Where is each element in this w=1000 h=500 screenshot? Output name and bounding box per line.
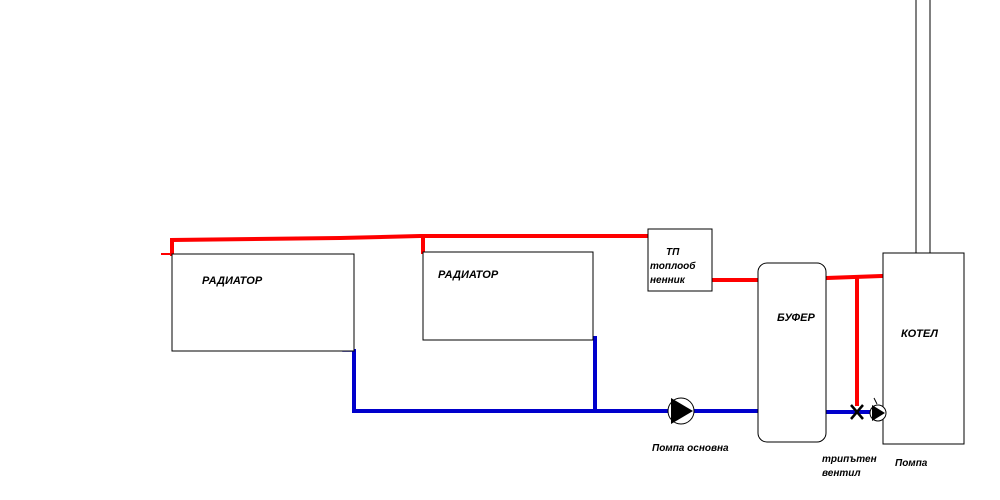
- heat-exchanger-label-line1: ТП: [666, 247, 680, 258]
- chimney: [915, 0, 931, 253]
- boiler: КОТЕЛ: [882, 252, 965, 445]
- buffer-tank: БУФЕР: [757, 262, 827, 443]
- buffer-tank-label: БУФЕР: [777, 312, 815, 324]
- return-pipe-main: [352, 349, 760, 413]
- radiator-2-label: РАДИАТОР: [438, 269, 499, 281]
- valve-label-line1: трипътен: [822, 454, 877, 465]
- supply-pipes: [161, 234, 886, 406]
- radiator-2: РАДИАТОР: [422, 251, 594, 341]
- supply-pipe-main: [170, 234, 650, 256]
- radiator-1: РАДИАТОР: [171, 253, 355, 352]
- heat-exchanger: ТП топлооб ненник: [647, 228, 713, 292]
- valve-label-line2: вентил: [822, 468, 861, 479]
- boiler-pump-label: Помпа: [895, 458, 928, 469]
- supply-pipe-buffer-to-boiler: [823, 273, 886, 281]
- boiler-label: КОТЕЛ: [901, 328, 938, 340]
- main-pump-label: Помпа основна: [652, 443, 729, 454]
- radiator-1-label: РАДИАТОР: [202, 275, 263, 287]
- three-way-valve-icon: [850, 404, 864, 420]
- heat-exchanger-label-line2: топлооб: [650, 260, 696, 272]
- heat-exchanger-label-line3: ненник: [650, 275, 686, 286]
- pump-icon: [667, 397, 695, 425]
- pump-icon: [869, 397, 887, 422]
